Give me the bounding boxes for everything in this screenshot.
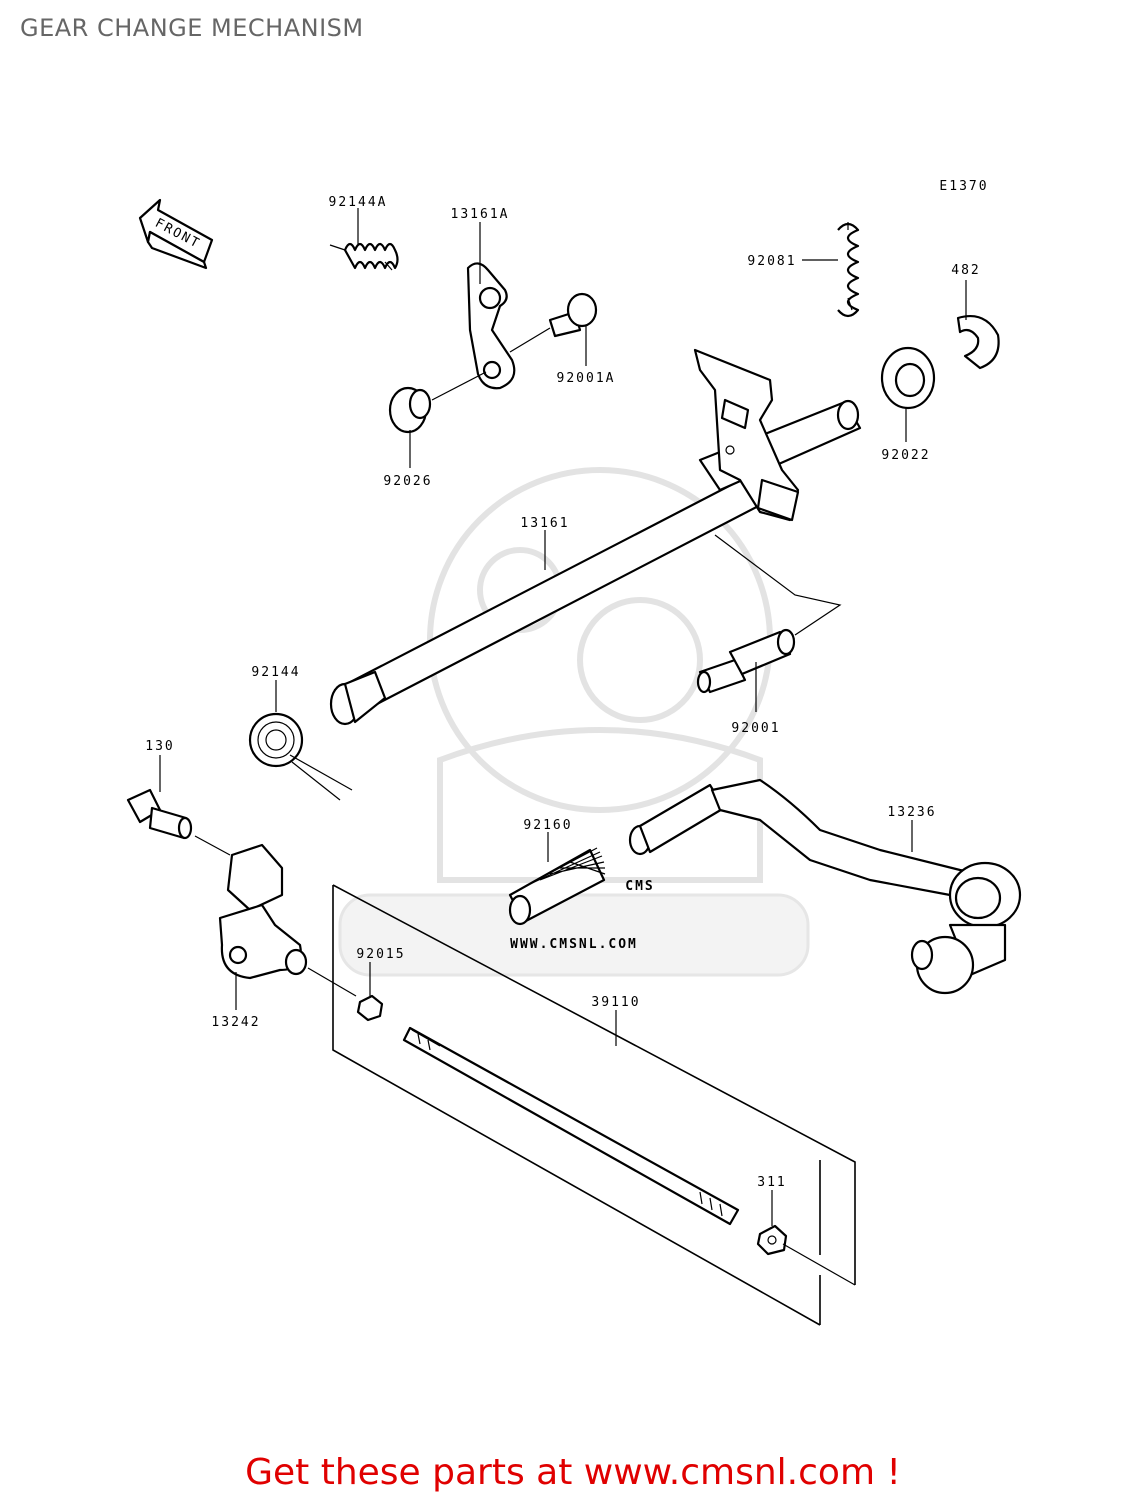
assembly-bracket-left <box>332 885 821 1326</box>
washer-92026-icon <box>388 371 487 434</box>
callout-311: 311 <box>757 1175 786 1190</box>
bolt-92001a-icon <box>509 292 598 353</box>
watermark: WWW.CMSNL.COM CMS <box>338 467 810 977</box>
assembly-bracket-right <box>332 884 856 1285</box>
spring-92144-icon <box>248 712 353 801</box>
watermark-url: WWW.CMSNL.COM <box>510 937 638 952</box>
callout-39110: 39110 <box>591 995 640 1010</box>
callout-13236: 13236 <box>887 805 936 820</box>
watermark-banner <box>338 893 810 977</box>
bracket-lines-13161 <box>714 534 842 636</box>
pedal-13236-icon <box>628 778 1022 995</box>
callout-13161a: 13161A <box>451 207 510 222</box>
callout-92001a: 92001A <box>557 371 616 386</box>
nut-92015-icon <box>356 994 384 1022</box>
callout-482: 482 <box>951 263 980 278</box>
rod-39110-icon <box>402 1026 740 1226</box>
callout-92015: 92015 <box>356 947 405 962</box>
page-title: GEAR CHANGE MECHANISM <box>20 14 364 42</box>
rubber-92160-icon <box>508 847 606 926</box>
bolt-130-icon <box>126 788 231 856</box>
callout-13161: 13161 <box>520 516 569 531</box>
callout-92001: 92001 <box>731 721 780 736</box>
shaft-13161-icon <box>329 348 862 726</box>
callout-92022: 92022 <box>881 448 930 463</box>
callout-labels: 92144A 13161A 92081 482 92001A 92026 920… <box>145 195 980 1190</box>
spring-92081-icon <box>837 222 860 318</box>
callout-13242: 13242 <box>211 1015 260 1030</box>
circlip-482-icon <box>956 314 1000 370</box>
front-arrow-icon: FRONT <box>138 198 214 270</box>
leader-311-bracket <box>782 1243 856 1286</box>
callout-92144: 92144 <box>251 665 300 680</box>
spring-92144a-icon <box>329 242 399 271</box>
diagram-code: E1370 <box>939 179 988 194</box>
leader-lines <box>159 208 967 1226</box>
nut-311-icon <box>756 1224 788 1256</box>
washer-92022-icon <box>880 346 936 410</box>
footer-link[interactable]: Get these parts at www.cmsnl.com ! <box>245 1452 901 1493</box>
joint-13242-icon <box>218 843 357 997</box>
callout-92144a: 92144A <box>329 195 388 210</box>
callout-130: 130 <box>145 739 174 754</box>
watermark-logo: CMS <box>625 879 654 894</box>
callout-92160: 92160 <box>523 818 572 833</box>
callout-92026: 92026 <box>383 474 432 489</box>
bolt-92001-icon <box>696 628 796 694</box>
lever-13161a-icon <box>466 262 516 390</box>
callout-92081: 92081 <box>747 254 796 269</box>
